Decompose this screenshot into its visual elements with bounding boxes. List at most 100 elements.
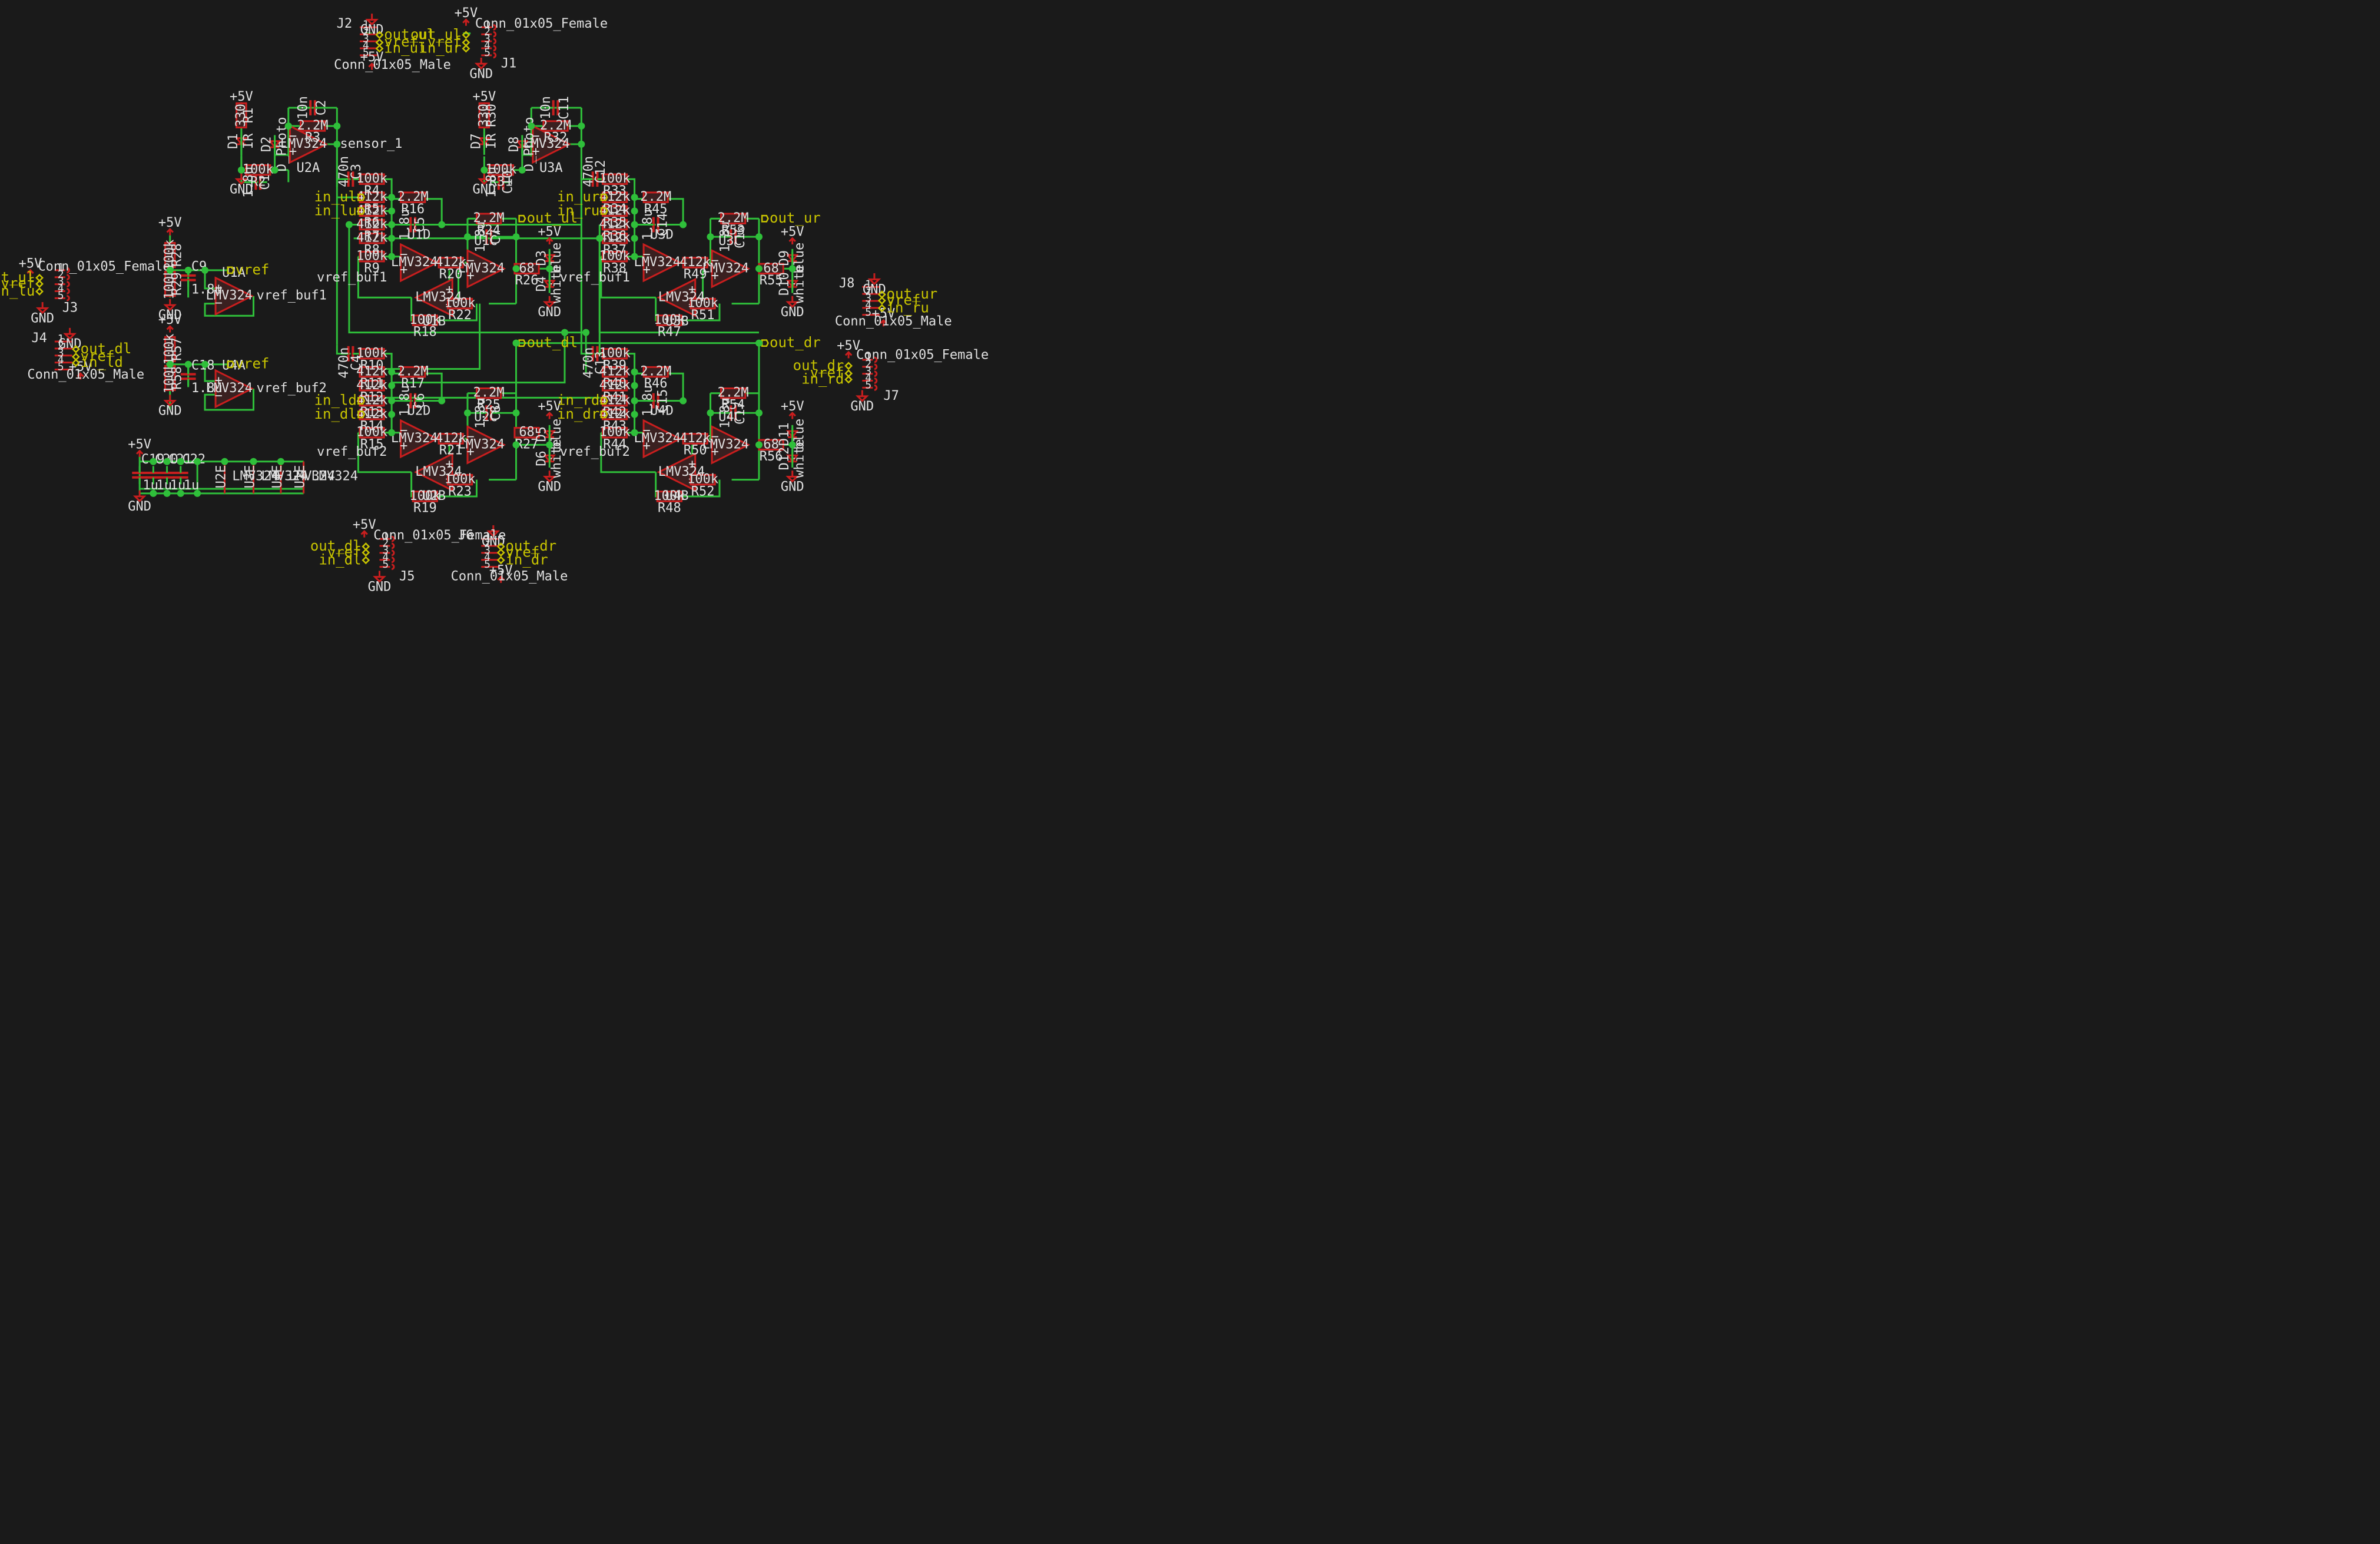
resistor-r11	[359, 366, 385, 378]
vcc-symbol	[166, 228, 174, 236]
junction-dot	[578, 122, 585, 130]
pin-number: 5	[58, 289, 64, 301]
plus-sign: +	[711, 445, 719, 459]
resistor-value: 100k	[687, 296, 718, 311]
connector-value: Conn_01x05_Female	[373, 528, 506, 543]
resistor-ref: R52	[691, 484, 715, 499]
wire	[600, 432, 656, 473]
connector-ref: J5	[399, 569, 415, 584]
junction-dot	[150, 458, 157, 465]
global-label	[362, 548, 370, 557]
resistor-ref: R17	[401, 376, 425, 391]
opamp-u2d: +−	[400, 419, 439, 459]
pin-number: 2	[58, 269, 64, 281]
minus-sign: −	[467, 253, 475, 268]
global-label	[71, 352, 80, 361]
minus-sign: −	[215, 389, 223, 403]
junction-dot	[631, 429, 638, 436]
global-label	[35, 287, 44, 296]
global-label-text: out_dr	[770, 334, 821, 351]
resistor-r5	[359, 191, 385, 203]
diode-ref: D10	[777, 272, 792, 296]
power-unit-value: LMV324	[289, 469, 335, 483]
capacitor-value: 1.8u	[473, 221, 488, 253]
global-label	[844, 362, 853, 370]
diode-ref: D9	[777, 250, 792, 266]
resistor-value: 412k	[356, 407, 387, 422]
vcc-label: +5V	[781, 224, 804, 239]
resistor-value: 412k	[356, 231, 387, 246]
global-label	[462, 38, 470, 47]
capacitor-ref: C6	[413, 393, 427, 409]
diode-ref: D7	[469, 134, 483, 150]
junction-dot	[464, 233, 472, 241]
diode-d12	[785, 449, 799, 468]
net-label: vref_buf1	[257, 289, 327, 303]
opamp-u4c: +−	[711, 425, 751, 465]
resistor-r14	[359, 409, 385, 420]
vcc-symbol	[880, 319, 887, 327]
resistor-ref: R14	[360, 419, 384, 433]
capacitor-value: 1.8u	[718, 397, 732, 429]
global-label-text: in_dr	[505, 551, 548, 568]
global-label	[227, 360, 235, 369]
resistor-value: 100k	[409, 489, 440, 503]
vcc-label: +5V	[455, 6, 478, 21]
global-label-text: vref	[427, 34, 462, 50]
pin-number: 4	[382, 551, 389, 564]
resistor-r31	[488, 164, 514, 176]
junction-dot	[512, 233, 520, 241]
resistor-value: 100k	[243, 163, 274, 177]
opamp-ref: U1B	[422, 314, 446, 329]
junction-dot	[788, 265, 796, 273]
minus-sign: −	[400, 423, 407, 438]
resistor-value: 100k	[599, 425, 631, 440]
global-label-text: in_dr	[557, 406, 599, 422]
junction-dot	[561, 329, 569, 336]
gnd-label: GND	[482, 534, 505, 549]
opamp-ref: U4C	[718, 410, 742, 425]
diode-value: IR	[484, 133, 499, 149]
gnd-label: GND	[781, 480, 804, 495]
vcc-symbol	[546, 237, 553, 245]
vcc-symbol	[360, 530, 368, 538]
global-label-text: out_dr	[793, 357, 844, 373]
global-label-text: in_ru	[557, 202, 599, 218]
resistor-value: 412k	[599, 393, 631, 408]
global-label	[600, 207, 608, 215]
global-label-text: in_dl	[319, 551, 361, 568]
global-label	[518, 339, 526, 347]
resistor-value: 2.2M	[473, 211, 505, 226]
capacitor-ref: C13	[594, 351, 608, 375]
junction-dot	[631, 194, 638, 201]
global-label	[462, 44, 470, 53]
resistor-value: 2.2M	[718, 386, 749, 400]
diode-ref: D6	[534, 450, 549, 466]
junction-dot	[388, 194, 396, 201]
junction-dot	[512, 265, 520, 273]
global-label-text: in_ru	[887, 299, 929, 316]
opamp-u3a: +−	[532, 124, 572, 164]
resistor-value: 412k	[599, 203, 631, 218]
resistor-value: 2.2M	[718, 211, 749, 226]
capacitor-value: 1.8u	[397, 385, 412, 416]
diode-d5	[543, 425, 556, 443]
capacitor-ref: C2	[314, 100, 329, 116]
junction-dot	[177, 458, 184, 465]
capacitor-c16	[724, 229, 742, 245]
resistor-value: 100k	[599, 249, 631, 264]
global-label-text: vref	[1, 275, 35, 291]
resistor-value: 330	[476, 104, 491, 127]
capacitor-c11	[546, 100, 565, 115]
power-unit-ref: U1E	[293, 465, 307, 489]
resistor-r20	[437, 257, 464, 269]
power-unit-value: LMV324	[311, 469, 357, 483]
junction-dot	[221, 458, 228, 465]
global-label-text: in_dl	[314, 406, 357, 422]
capacitor-c14	[647, 217, 665, 233]
global-label	[375, 44, 384, 53]
pin-number: 2	[865, 358, 871, 370]
resistor-value: 412k	[599, 231, 631, 246]
resistor-r2	[245, 164, 271, 176]
